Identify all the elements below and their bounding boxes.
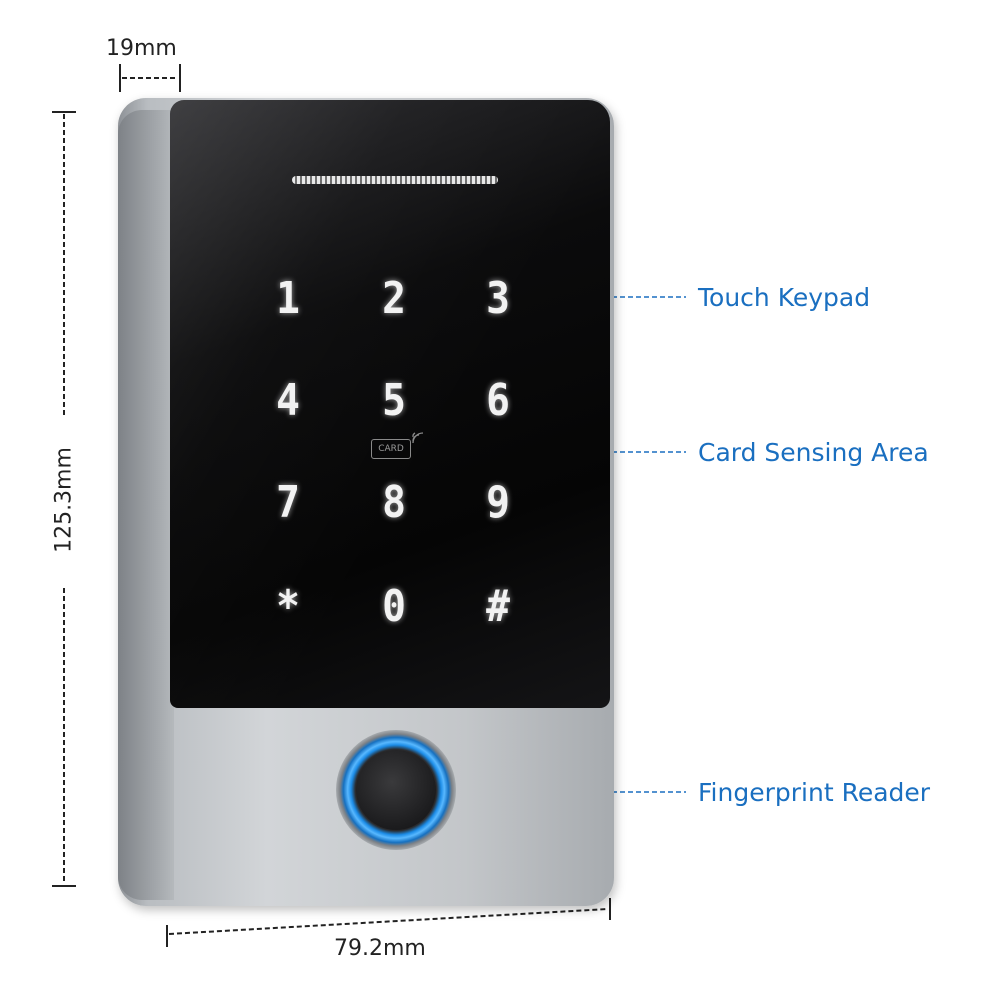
depth-label: 19mm [106, 36, 177, 61]
callout-card-sensing-area: Card Sensing Area [698, 438, 929, 467]
key-star[interactable]: * [276, 580, 300, 632]
touch-panel: 1 2 3 4 5 6 7 8 9 * 0 # CARD [170, 100, 610, 708]
key-7[interactable]: 7 [276, 476, 300, 528]
callout-touch-keypad: Touch Keypad [698, 283, 871, 312]
key-hash[interactable]: # [486, 580, 510, 632]
device-side-edge [118, 110, 174, 900]
key-8[interactable]: 8 [382, 476, 406, 528]
glass-reflection [170, 100, 610, 708]
key-4[interactable]: 4 [276, 374, 300, 426]
width-dim-line [168, 908, 609, 935]
card-sensing-logo: CARD [371, 439, 411, 459]
key-9[interactable]: 9 [486, 476, 510, 528]
key-1[interactable]: 1 [276, 272, 300, 324]
key-6[interactable]: 6 [486, 374, 510, 426]
callout-fingerprint-reader: Fingerprint Reader [698, 778, 931, 807]
key-2[interactable]: 2 [382, 272, 406, 324]
rfid-wave-icon [412, 432, 424, 444]
key-3[interactable]: 3 [486, 272, 510, 324]
key-5[interactable]: 5 [382, 374, 406, 426]
width-label: 79.2mm [334, 936, 426, 961]
key-0[interactable]: 0 [382, 580, 406, 632]
height-label: 125.3mm [51, 447, 77, 553]
led-indicator-strip [292, 176, 498, 184]
fingerprint-sensor[interactable] [356, 750, 436, 830]
